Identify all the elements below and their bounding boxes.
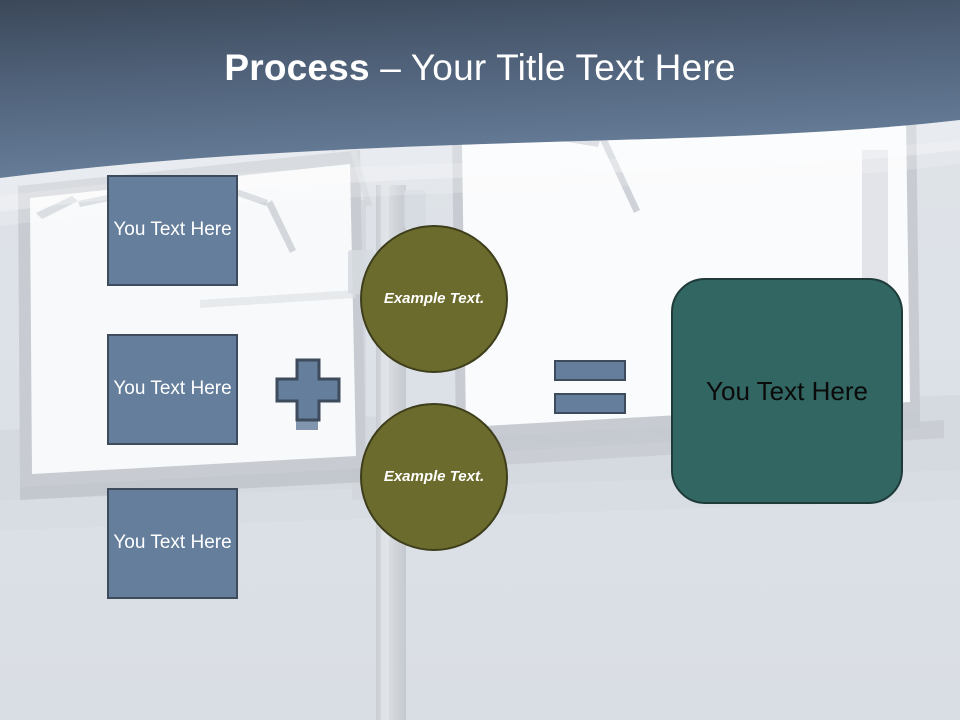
page-title-bold: Process	[224, 47, 370, 88]
page-title: Process – Your Title Text Here	[0, 47, 960, 89]
input-box-1-label: You Text Here	[113, 219, 232, 241]
equals-bar-bottom	[554, 393, 626, 414]
modifier-circle-2[interactable]: Example Text.	[360, 403, 508, 551]
page-title-rest: – Your Title Text Here	[369, 47, 736, 88]
result-box-label: You Text Here	[706, 375, 868, 406]
modifier-circle-1-label: Example Text.	[383, 290, 485, 308]
input-box-1[interactable]: You Text Here	[107, 175, 238, 286]
plus-operator-icon	[275, 358, 341, 422]
input-box-3[interactable]: You Text Here	[107, 488, 238, 599]
result-box[interactable]: You Text Here	[671, 278, 903, 504]
equals-operator-icon	[554, 360, 626, 418]
modifier-circle-1[interactable]: Example Text.	[360, 225, 508, 373]
equals-bar-top	[554, 360, 626, 381]
input-box-3-label: You Text Here	[113, 532, 232, 554]
modifier-circle-2-label: Example Text.	[383, 468, 485, 486]
input-box-2[interactable]: You Text Here	[107, 334, 238, 445]
input-box-2-label: You Text Here	[113, 378, 232, 400]
